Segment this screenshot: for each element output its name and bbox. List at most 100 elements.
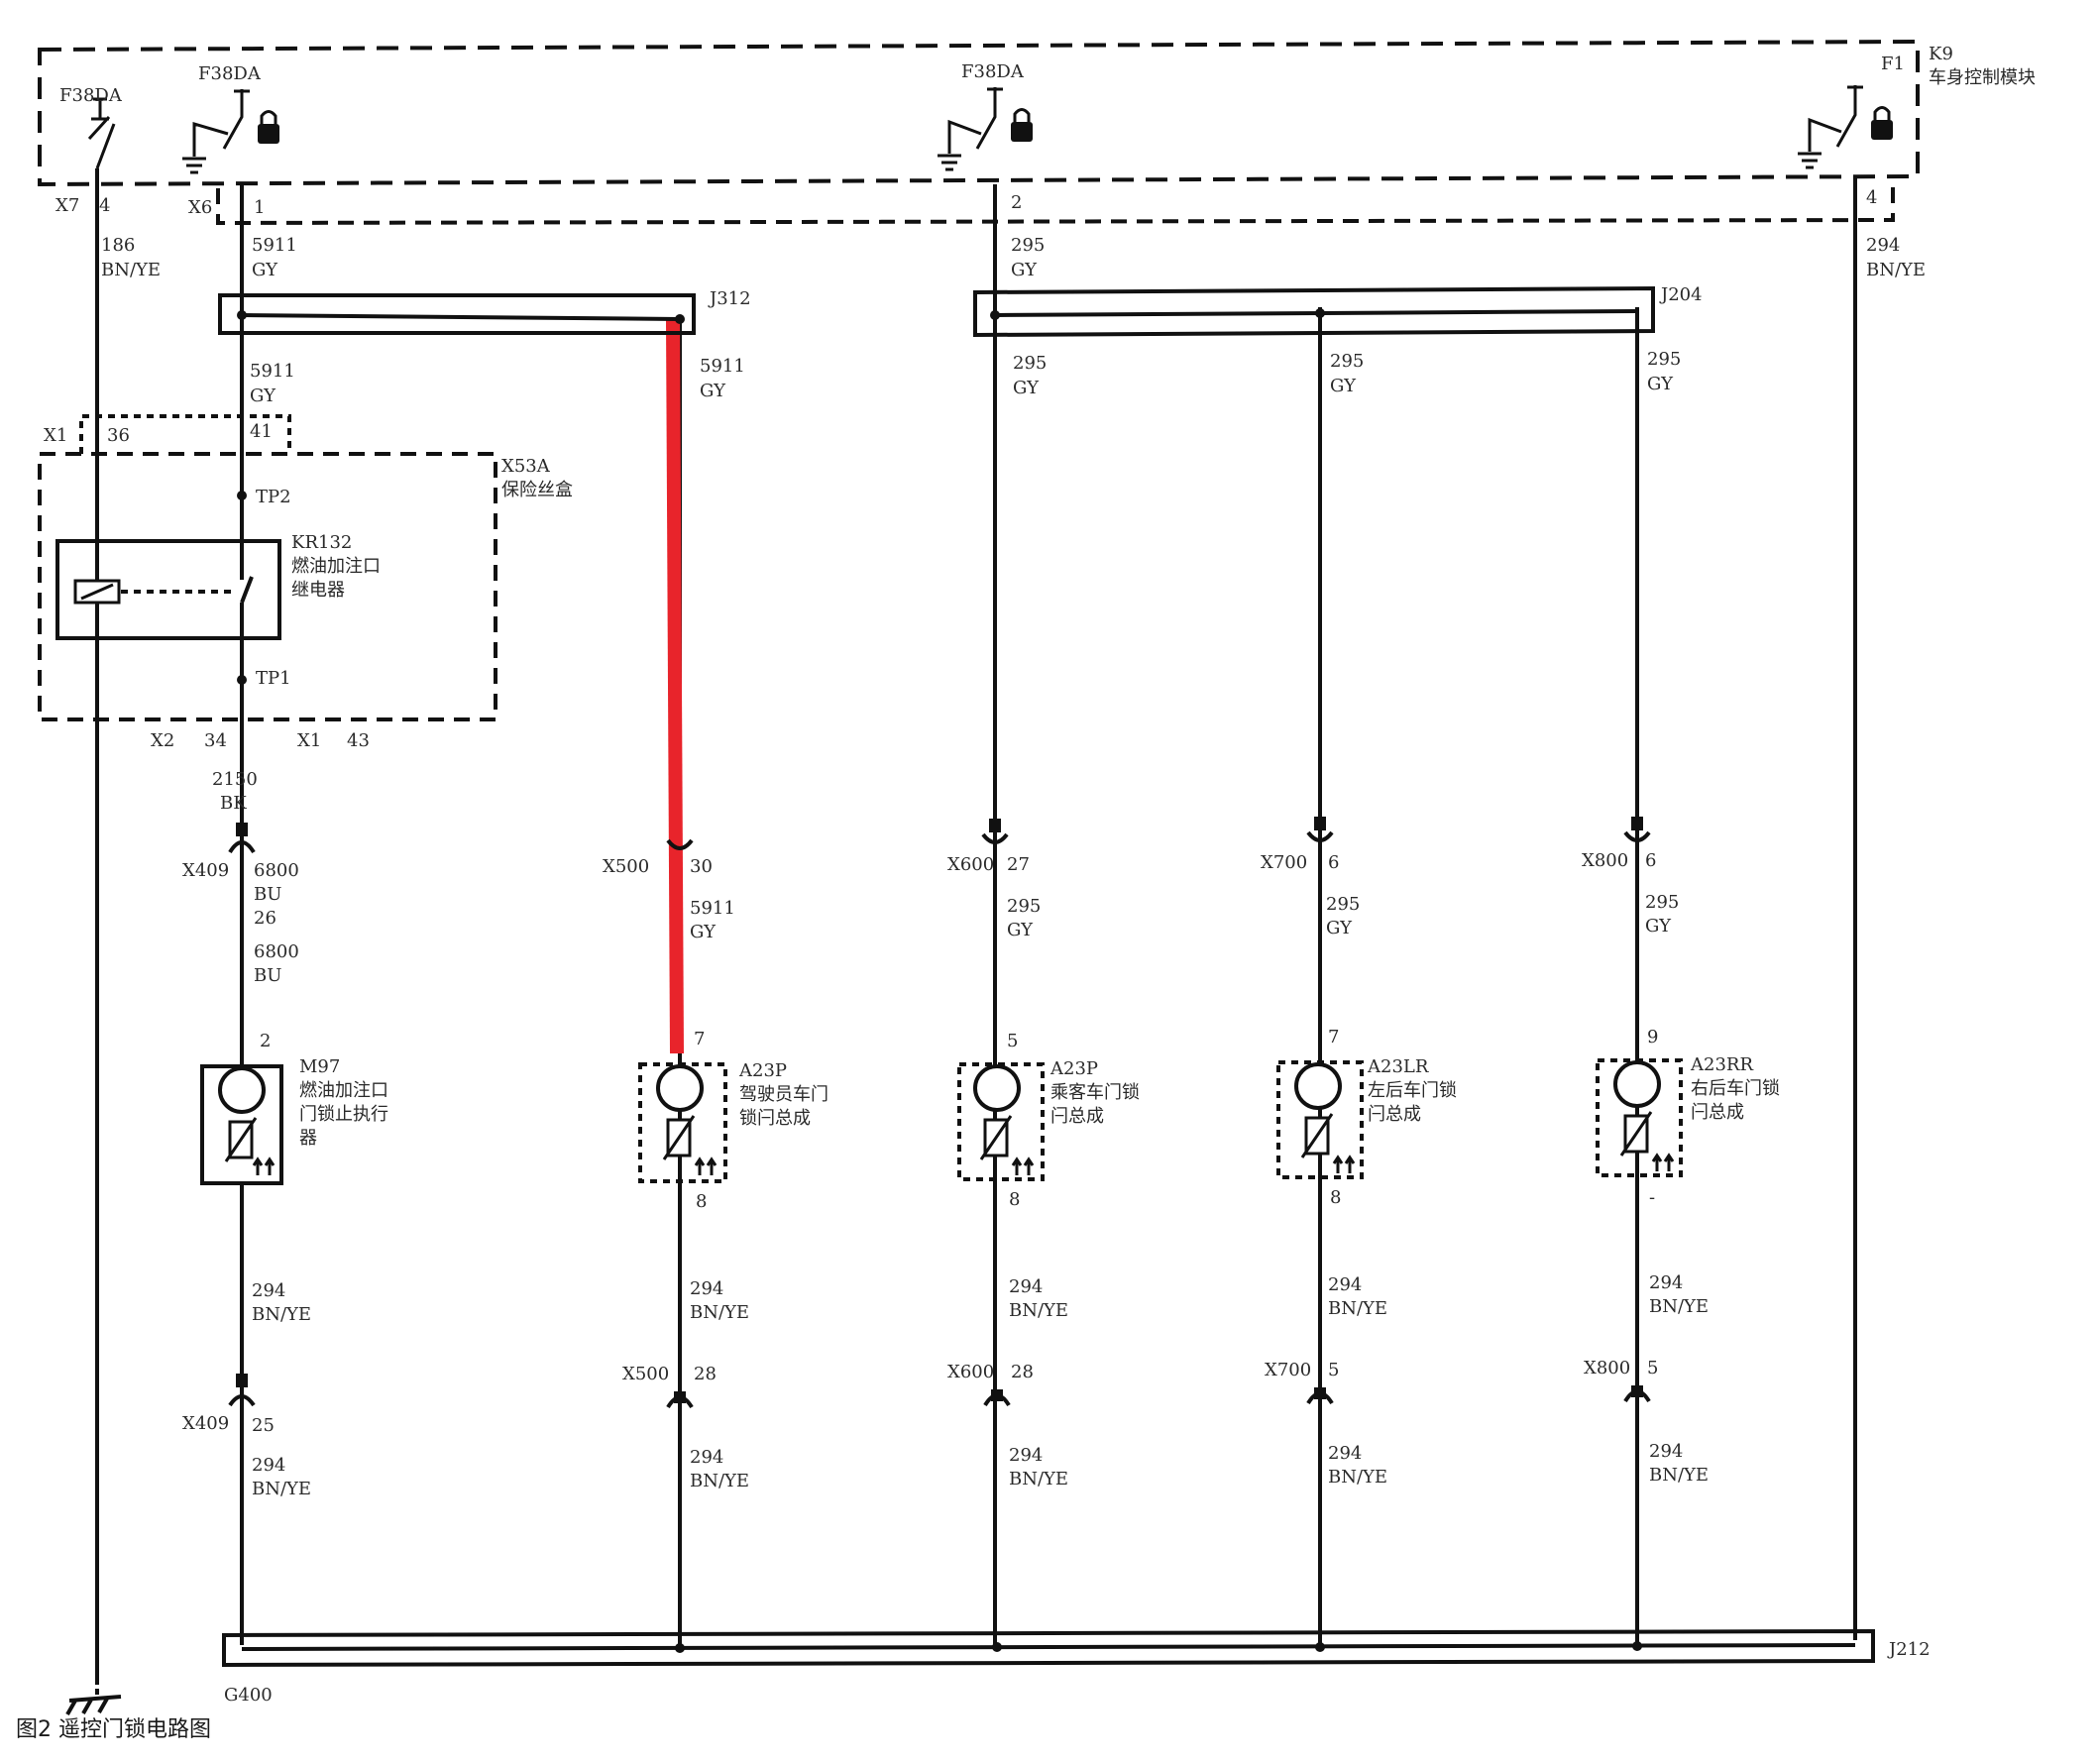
wire-295-f-number: 295 bbox=[1326, 894, 1360, 915]
wire-294-2-color: BN/YE bbox=[690, 1302, 749, 1323]
lock-driver-pin-top: 7 bbox=[694, 1029, 705, 1049]
k9-pin2-label: 2 bbox=[1011, 192, 1022, 213]
highlighted-wire-segment bbox=[666, 319, 684, 1053]
lock-right-rear-line2: 闩总成 bbox=[1691, 1102, 1744, 1123]
wire-294-3-number: 294 bbox=[1009, 1276, 1043, 1297]
x700-bot-pin: 5 bbox=[1328, 1360, 1339, 1380]
actuator-id-label: M97 bbox=[299, 1056, 340, 1077]
wire-5911-b-color: GY bbox=[250, 386, 276, 406]
wire-5911-c-color: GY bbox=[700, 381, 726, 401]
x409-b-pin: 25 bbox=[252, 1415, 275, 1436]
wire-5911-d-number: 5911 bbox=[690, 898, 735, 919]
wire-295-e-number: 295 bbox=[1007, 896, 1041, 917]
j204-label: J204 bbox=[1659, 284, 1703, 305]
relay-name-line2: 继电器 bbox=[291, 580, 345, 601]
wire-294-top-color: BN/YE bbox=[1866, 260, 1926, 280]
k9-id-label: K9 bbox=[1929, 44, 1953, 64]
connector-x409-bottom bbox=[228, 1374, 256, 1407]
x700-top-pin: 6 bbox=[1328, 852, 1339, 873]
wire-6800-b-color: BU bbox=[254, 965, 281, 986]
wire-294-8-color: BN/YE bbox=[1009, 1469, 1068, 1489]
splice-j204 bbox=[973, 285, 1655, 338]
lock-left-rear-pin-top: 7 bbox=[1328, 1027, 1339, 1047]
lock-passenger-line1: 乘客车门锁 bbox=[1050, 1082, 1140, 1103]
lock-icon bbox=[1871, 120, 1893, 140]
x700-bot-label: X700 bbox=[1265, 1360, 1311, 1380]
tp2-label: TP2 bbox=[256, 487, 291, 507]
lock-right-rear-pin-bot: - bbox=[1649, 1187, 1655, 1208]
wire-294-9-color: BN/YE bbox=[1328, 1467, 1387, 1488]
lock-driver-line2: 锁闩总成 bbox=[739, 1108, 811, 1129]
k9-fuse-label: F1 bbox=[1881, 54, 1905, 74]
x600-top-label: X600 bbox=[947, 854, 994, 875]
splice-j312 bbox=[218, 293, 696, 335]
wire-5911-c-number: 5911 bbox=[700, 356, 745, 377]
lock-right-rear-line1: 右后车门锁 bbox=[1691, 1078, 1780, 1099]
supply-switch-pin2 bbox=[938, 87, 1033, 171]
ground-icon bbox=[65, 1689, 122, 1715]
connector-x500-top bbox=[666, 838, 694, 850]
x600-top-pin: 27 bbox=[1007, 854, 1030, 875]
wire-294-10-color: BN/YE bbox=[1649, 1465, 1709, 1486]
x1-pin43-label: 43 bbox=[347, 730, 370, 751]
wire-5911-d-color: GY bbox=[690, 922, 717, 942]
j312-label: J312 bbox=[708, 288, 751, 309]
wire-295-d-color: GY bbox=[1647, 374, 1674, 394]
x2-pin-label: 34 bbox=[204, 730, 227, 751]
lock-icon bbox=[258, 124, 279, 144]
connector-x800-bottom bbox=[1623, 1385, 1651, 1403]
wire-294-5-color: BN/YE bbox=[1649, 1296, 1709, 1317]
connector-x800-top bbox=[1623, 817, 1651, 842]
wire-5911-a-color: GY bbox=[252, 260, 278, 280]
wire-294-top-number: 294 bbox=[1866, 235, 1900, 256]
x800-top-pin: 6 bbox=[1645, 850, 1656, 871]
wire-5911-b-number: 5911 bbox=[250, 361, 295, 382]
k9-name-label: 车身控制模块 bbox=[1929, 67, 2036, 88]
x500-top-label: X500 bbox=[603, 856, 649, 877]
body-control-module-outline bbox=[38, 39, 1920, 226]
lock-driver-id: A23P bbox=[738, 1060, 787, 1081]
x1-pin36-label: 36 bbox=[107, 425, 130, 446]
x1-bottom-label: X1 bbox=[297, 730, 321, 751]
wire-2150-number: 2150 bbox=[212, 769, 258, 790]
wire-6800-b-number: 6800 bbox=[254, 941, 299, 962]
wire-5911-a-number: 5911 bbox=[252, 235, 297, 256]
x800-bot-pin: 5 bbox=[1647, 1358, 1658, 1378]
tp1-label: TP1 bbox=[256, 668, 291, 689]
x800-top-label: X800 bbox=[1582, 850, 1628, 871]
wire-2150-color: BK bbox=[220, 793, 247, 814]
lock-assembly-driver bbox=[638, 1062, 727, 1183]
wire-294-3-color: BN/YE bbox=[1009, 1300, 1068, 1321]
x800-bot-label: X800 bbox=[1584, 1358, 1630, 1378]
lock-right-rear-pin-top: 9 bbox=[1647, 1027, 1658, 1047]
lock-passenger-id: A23P bbox=[1049, 1058, 1098, 1079]
lock-passenger-line2: 闩总成 bbox=[1050, 1106, 1104, 1127]
wire-294-4-color: BN/YE bbox=[1328, 1298, 1387, 1319]
actuator-name-line3: 器 bbox=[299, 1128, 317, 1149]
x409-label: X409 bbox=[182, 860, 229, 881]
lock-assembly-right-rear bbox=[1596, 1058, 1683, 1177]
wire-6800-a-color: BU bbox=[254, 884, 281, 905]
lock-passenger-pin-top: 5 bbox=[1007, 1031, 1018, 1051]
wire-295-b-color: GY bbox=[1013, 378, 1040, 398]
lock-passenger-pin-bot: 8 bbox=[1009, 1189, 1020, 1210]
f38da-mid2-label: F38DA bbox=[961, 61, 1025, 82]
wire-295-g-color: GY bbox=[1645, 916, 1672, 937]
wire-6800-a-number: 6800 bbox=[254, 860, 299, 881]
wire-295-a-number: 295 bbox=[1011, 235, 1045, 256]
connector-x600-bottom bbox=[983, 1389, 1011, 1407]
wire-294-1-color: BN/YE bbox=[252, 1304, 311, 1325]
wire-294-6-color: BN/YE bbox=[252, 1479, 311, 1499]
x6-pin-label: 1 bbox=[254, 197, 265, 218]
x600-bot-label: X600 bbox=[947, 1362, 994, 1382]
tp1-dot bbox=[237, 675, 247, 685]
x500-top-pin: 30 bbox=[690, 856, 713, 877]
wire-294-2-number: 294 bbox=[690, 1278, 723, 1299]
x6-label: X6 bbox=[188, 197, 212, 218]
supply-switch-pin4 bbox=[1798, 85, 1893, 169]
x1-top-label: X1 bbox=[44, 425, 67, 446]
x600-bot-pin: 28 bbox=[1011, 1362, 1034, 1382]
connector-x700-top bbox=[1306, 817, 1334, 842]
wire-295-a-color: GY bbox=[1011, 260, 1038, 280]
